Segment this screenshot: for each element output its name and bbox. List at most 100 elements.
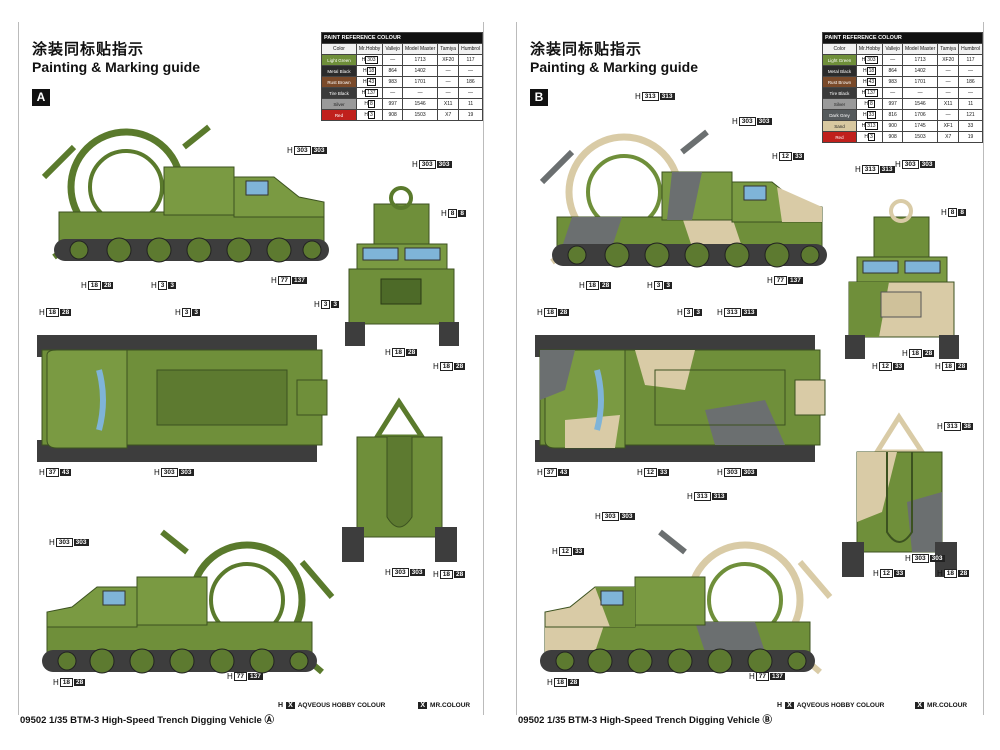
- model-master-code: —: [401, 87, 439, 99]
- aqueous-label: AQVEOUS HOBBY COLOUR: [796, 702, 885, 709]
- col-humbrol: Humbrol: [958, 43, 983, 55]
- paint-table-header: PAINT REFERENCE COLOUR: [822, 32, 983, 44]
- paint-swatch: Red: [822, 131, 857, 143]
- tamiya-code: XF20: [437, 54, 460, 66]
- tamiya-code: —: [937, 65, 960, 77]
- humbrol-code: —: [958, 65, 983, 77]
- tamiya-code: —: [437, 87, 460, 99]
- humbrol-code: —: [458, 65, 483, 77]
- model-master-code: 1745: [901, 120, 939, 132]
- page-title: Painting & Marking guide: [530, 59, 699, 75]
- tamiya-code: XF1: [937, 120, 960, 132]
- col-vallejo: Vallejo: [382, 43, 403, 55]
- humbrol-code: —: [458, 87, 483, 99]
- model-master-code: 1402: [901, 65, 939, 77]
- vallejo-code: —: [382, 54, 403, 66]
- brand-strip-a: H X AQVEOUS HOBBY COLOUR X MR.COLOUR: [278, 702, 470, 709]
- col-vallejo: Vallejo: [882, 43, 903, 55]
- paint-reference-table: PAINT REFERENCE COLOUR Color Mr.Hobby Va…: [822, 32, 983, 143]
- front-view: [345, 186, 459, 346]
- paint-swatch: Light Green: [822, 54, 857, 66]
- model-master-code: 1503: [401, 109, 439, 121]
- model-master-code: 1701: [401, 76, 439, 88]
- paint-swatch: Silver: [822, 98, 857, 110]
- sheet-a: 涂装同标贴指示 Painting & Marking guide A PAINT…: [18, 22, 484, 715]
- paint-swatch: Rust Brown: [822, 76, 857, 88]
- h-mark: H: [278, 702, 284, 709]
- footer-title: 09502 1/35 BTM-3 High-Speed Trench Diggi…: [20, 715, 262, 726]
- vallejo-code: 900: [882, 120, 903, 132]
- vallejo-code: 864: [882, 65, 903, 77]
- humbrol-code: 19: [458, 109, 483, 121]
- paint-swatch: Rust Brown: [321, 76, 357, 88]
- hull: [58, 166, 325, 243]
- vallejo-code: 816: [882, 109, 903, 121]
- model-master-code: 1713: [401, 54, 439, 66]
- paint-reference-table: PAINT REFERENCE COLOUR Color Mr.Hobby Va…: [321, 32, 483, 121]
- top-view-camo: [535, 335, 826, 462]
- paint-table-header: PAINT REFERENCE COLOUR: [321, 32, 483, 44]
- model-master-code: —: [901, 87, 939, 99]
- scheme-badge: B: [530, 89, 548, 106]
- humbrol-code: 121: [958, 109, 983, 121]
- mr-colour-label: MR.COLOUR: [927, 702, 968, 709]
- track-assembly: [54, 237, 329, 263]
- vallejo-code: 983: [382, 76, 403, 88]
- rear-view: [342, 397, 457, 562]
- front-view-camo: [845, 199, 959, 359]
- humbrol-code: 117: [458, 54, 483, 66]
- vallejo-code: —: [882, 87, 903, 99]
- model-master-code: 1402: [401, 65, 439, 77]
- paint-swatch: Light Green: [321, 54, 357, 66]
- side-view-left-camo: [540, 529, 833, 675]
- vallejo-code: 864: [382, 65, 403, 77]
- model-master-code: 1701: [901, 76, 939, 88]
- humbrol-code: —: [958, 87, 983, 99]
- footer-mark: Ⓑ: [762, 715, 772, 726]
- tamiya-code: X7: [437, 109, 460, 121]
- mr-colour-label: MR.COLOUR: [430, 702, 471, 709]
- col-tamiya: Tamiya: [437, 43, 460, 55]
- paint-swatch: Metal Black: [822, 65, 857, 77]
- col-modelmaster: Model Master: [401, 43, 439, 55]
- tamiya-code: X7: [937, 131, 960, 143]
- humbrol-code: 33: [958, 120, 983, 132]
- col-mrhobby: Mr.Hobby: [855, 43, 884, 55]
- vallejo-code: —: [882, 54, 903, 66]
- page-title: Painting & Marking guide: [32, 59, 201, 75]
